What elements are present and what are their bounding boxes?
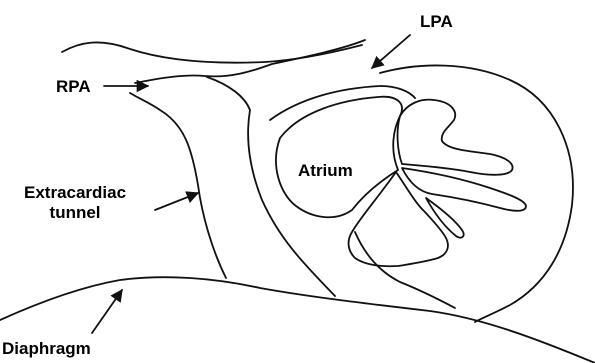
rpa-label: RPA <box>56 77 91 97</box>
diaphragm-label: Diaphragm <box>2 339 91 359</box>
extracardiac-tunnel-arrow <box>155 193 198 210</box>
lpa-arrow <box>372 35 410 68</box>
pa-lower-outline <box>135 40 365 83</box>
extracardiac-tunnel-label: Extracardiac tunnel <box>24 183 126 223</box>
lpa-label: LPA <box>420 12 453 32</box>
small-recess <box>426 198 464 238</box>
heart-bottom-wall <box>355 232 455 308</box>
pa-upper-outline <box>62 42 362 62</box>
tunnel-left-wall <box>130 93 226 278</box>
lower-chamber <box>349 172 448 266</box>
upper-chamber <box>398 100 513 175</box>
atrium-label: Atrium <box>298 161 353 181</box>
diaphragm-arrow <box>92 290 122 333</box>
heart-outline <box>380 65 573 322</box>
tunnel-right-wall <box>207 77 335 296</box>
atrium-outline <box>276 97 402 218</box>
middle-chamber <box>402 168 526 211</box>
